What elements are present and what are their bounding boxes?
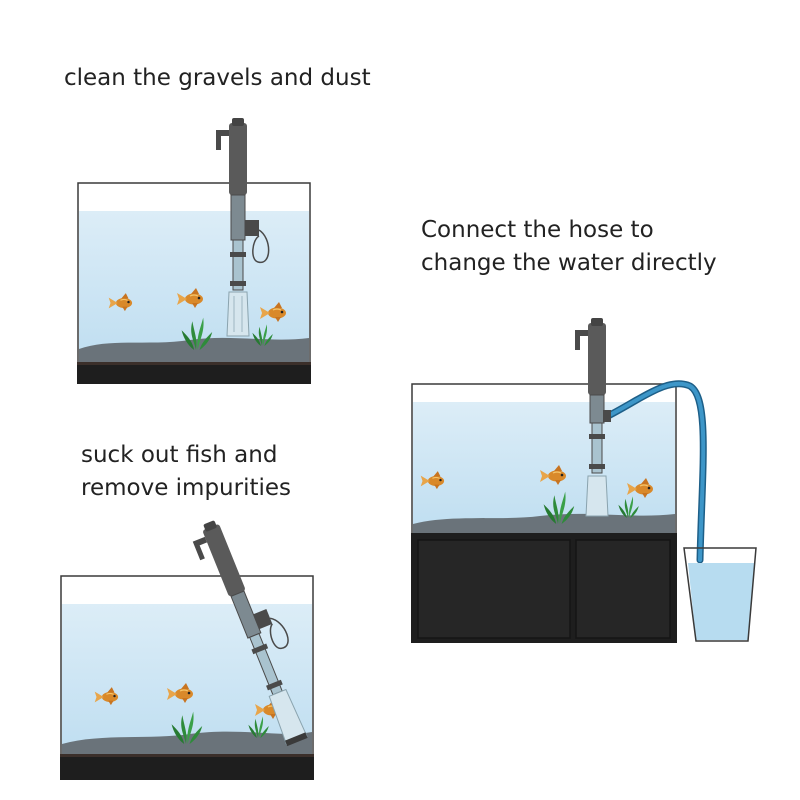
- caption-line: change the water directly: [421, 250, 717, 276]
- tank-suck-impurities: [60, 520, 314, 780]
- caption-connect-hose: Connect the hose to change the water dir…: [421, 214, 717, 280]
- siphon-cleaner-icon: [575, 318, 611, 517]
- caption-clean-gravel: clean the gravels and dust: [64, 62, 371, 95]
- water-cup-icon: [683, 547, 757, 642]
- tank-stand: [77, 362, 311, 384]
- cabinet-door: [575, 539, 671, 639]
- tank-clean-gravel: [77, 118, 311, 384]
- gravel-bed: [413, 513, 675, 534]
- caption-line: clean the gravels and dust: [64, 65, 371, 91]
- tank-hose-change: [411, 318, 757, 643]
- gravel-bed: [79, 337, 309, 364]
- gravel-bed: [62, 731, 312, 755]
- cabinet-door: [417, 539, 571, 639]
- caption-line: remove impurities: [81, 475, 292, 501]
- caption-line: Connect the hose to: [421, 217, 654, 243]
- tank-stand: [60, 754, 314, 780]
- siphon-cleaner-icon: [216, 118, 270, 337]
- caption-suck-fish: suck out fish and remove impurities: [81, 439, 291, 505]
- siphon-cleaner-icon: [192, 520, 308, 747]
- tank-water: [413, 402, 675, 533]
- caption-line: suck out fish and: [81, 442, 278, 468]
